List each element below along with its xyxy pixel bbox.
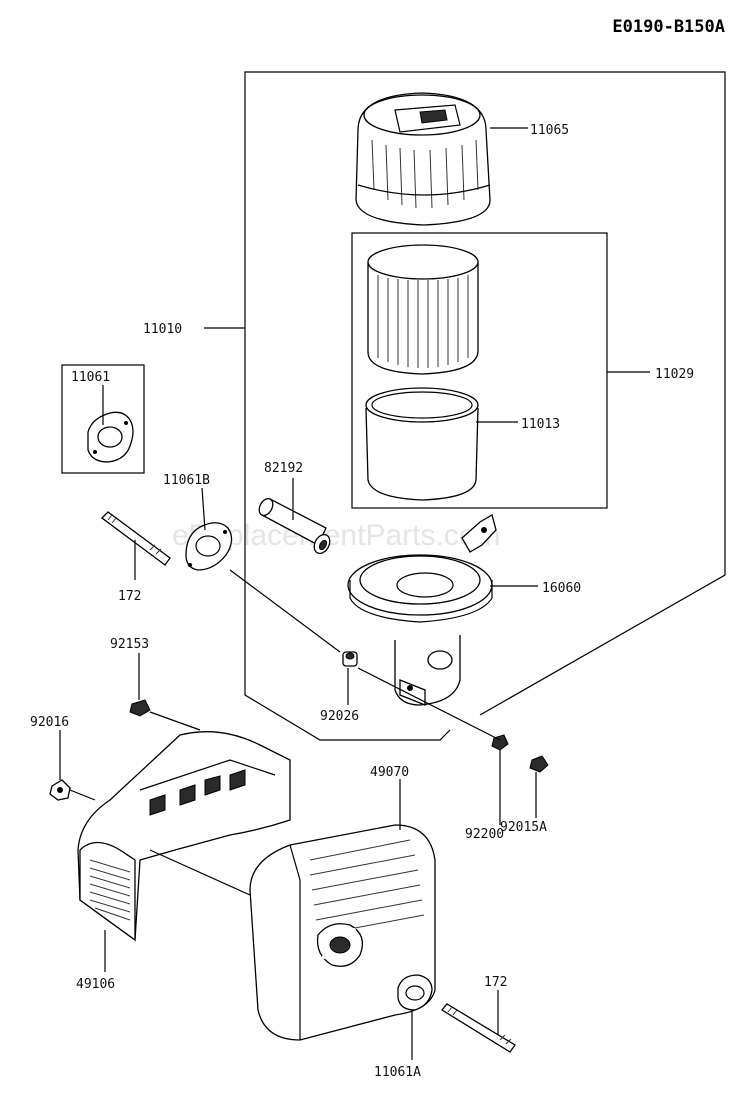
callout-82192[interactable]: 82192 (264, 461, 303, 476)
base-16060[interactable] (347, 514, 497, 706)
callout-11029[interactable]: 11029 (655, 367, 694, 382)
nut-92200[interactable] (491, 734, 509, 751)
gasket-11061A[interactable] (397, 974, 433, 1011)
assembly-11010-outline (244, 71, 726, 716)
nut-92015A[interactable] (529, 755, 549, 773)
element-kit-11029-box (351, 232, 608, 509)
leader-11061B (201, 487, 206, 531)
callout-11061B[interactable]: 11061B (163, 473, 210, 488)
callout-11061[interactable]: 11061 (71, 370, 110, 385)
fastener-line-b (357, 667, 501, 741)
muffler-49070[interactable] (249, 824, 436, 1041)
gasket-11061[interactable] (87, 411, 134, 463)
callout-16060[interactable]: 16060 (542, 581, 581, 596)
pre-cleaner-11013[interactable] (365, 387, 479, 501)
callout-92016[interactable]: 92016 (30, 715, 69, 730)
callout-172-lower[interactable]: 172 (484, 975, 507, 990)
callout-49106[interactable]: 49106 (76, 977, 115, 992)
fastener-line-a (229, 569, 341, 653)
callout-92026[interactable]: 92026 (320, 709, 359, 724)
fastener-line-e (149, 849, 251, 896)
filter-element[interactable] (367, 244, 479, 375)
callout-92015A[interactable]: 92015A (500, 820, 547, 835)
callout-11010[interactable]: 11010 (143, 322, 182, 337)
assembly-11010-outline-lower (244, 325, 451, 741)
gasket-11061-box (61, 364, 145, 474)
pipe-82192[interactable] (256, 496, 332, 556)
callout-11013[interactable]: 11013 (521, 417, 560, 432)
callout-92200[interactable]: 92200 (465, 827, 504, 842)
collar-92026[interactable] (342, 651, 358, 667)
nut-92153[interactable] (129, 699, 151, 717)
stud-172-lower[interactable] (441, 1003, 516, 1053)
diagram-code: E0190-B150A (612, 17, 725, 37)
gasket-11061B[interactable] (185, 522, 233, 571)
fastener-line-d (69, 789, 96, 801)
callout-11061A[interactable]: 11061A (374, 1065, 421, 1080)
callout-49070[interactable]: 49070 (370, 765, 409, 780)
fastener-line-c (149, 711, 201, 731)
callout-11065[interactable]: 11065 (530, 123, 569, 138)
cover-11065[interactable] (355, 92, 491, 226)
callout-172-upper[interactable]: 172 (118, 589, 141, 604)
stud-172-upper[interactable] (101, 511, 171, 566)
nut-92016[interactable] (49, 779, 71, 801)
muffler-cover-49106[interactable] (77, 731, 291, 942)
callout-92153[interactable]: 92153 (110, 637, 149, 652)
